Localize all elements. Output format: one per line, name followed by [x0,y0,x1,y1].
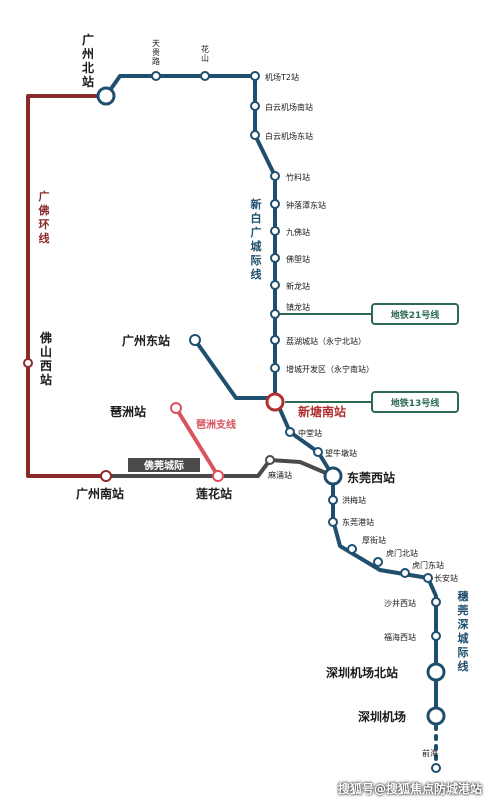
svg-text:穗莞深城际线: 穗莞深城际线 [457,589,469,673]
station-node-t2 [250,71,260,81]
line-label-xinbai: 新白广城际线 [251,197,262,281]
dg-line-badge: 佛莞城际 [128,458,200,472]
station-node-houjie [347,544,357,554]
station-node-zhongtang [285,427,295,437]
baiyun-east-label: 白云机场东站 [265,131,313,141]
station-node-shenzhen-airport [426,706,446,726]
station-node-dongguangang [328,517,338,527]
station-node-zhuliao [270,171,280,181]
station-node-dongguan-west [323,466,343,486]
fuhai-west-label: 福海西站 [384,632,416,642]
station-node-lihu [270,335,280,345]
pazhou-label: 琶洲站 [110,404,146,419]
guangzhou-east-link [193,338,275,400]
station-node-fuhai-west [431,631,441,641]
svg-text:天贵路: 天贵路 [152,39,160,66]
station-node-guangzhou-north [96,86,116,106]
station-node-qianhai [431,763,441,773]
jiulong-label: 九佛站 [286,227,310,237]
metro-21-label: 地铁21号线 [391,309,440,321]
station-node-tiangui [151,71,161,81]
t2-label: 机场T2站 [265,72,299,82]
svg-text:新白广城际线: 新白广城际线 [251,197,262,281]
svg-text:广州北站: 广州北站 [81,32,94,89]
station-node-fotang [270,253,280,263]
station-node-humen-east [400,568,410,578]
station-node-guangzhou-east [189,334,201,346]
huashan-label: 花山 [201,44,209,63]
humen-north-label: 虎门北站 [386,548,418,558]
humen-east-label: 虎门东站 [412,560,444,570]
station-node-pazhou [170,402,182,414]
station-node-xinlong [270,280,280,290]
metro-13-badge: 地铁13号线 [371,391,459,413]
loop-line [26,94,106,478]
changan-label: 长安站 [434,573,458,583]
mayong-label: 麻涌站 [268,470,292,480]
branch-line-badge: 琶洲支线 [196,418,236,431]
lihu-label: 荔湖城站（永宁北站） [286,336,366,346]
station-node-wangniudun [313,447,323,457]
guangzhou-east-label: 广州东站 [122,333,170,348]
line-label-branch: 琶洲支线 [196,418,236,431]
guangzhou-north-label: 广州北站 [81,32,94,89]
station-node-huashan [200,71,210,81]
houjie-label: 厚街站 [362,535,386,545]
line-label-loop: 广佛环线 [38,189,50,245]
station-node-changan [423,573,433,583]
baiyun-south-label: 白云机场南站 [265,102,313,112]
station-node-zengcheng [270,363,280,373]
foshan-west-label: 佛山西站 [39,330,52,387]
station-node-jiulong [270,226,280,236]
station-node-foshan-west [23,358,33,368]
suishen-line [273,397,438,716]
station-node-mayong [265,455,275,465]
station-node-baiyun-south [250,101,260,111]
shajing-west-label: 沙井西站 [384,598,416,608]
hongmei-label: 洪梅站 [342,495,366,505]
tiangui-label: 天贵路 [152,39,160,66]
xintang-label: 新塘南站 [298,404,346,419]
station-node-shenzhen-airport-north [426,662,446,682]
qianhai-label: 前海 [422,748,438,758]
station-node-guangzhou-south [100,470,112,482]
station-node-lianhua [212,470,224,482]
metro-13-label: 地铁13号线 [391,397,440,409]
station-node-humen-north [373,557,383,567]
zhenlong-label: 镇龙站 [286,302,310,312]
zhongluotan-label: 钟落潭东站 [286,200,326,210]
line-label-dg: 佛莞城际 [143,459,184,472]
watermark: 搜狐号@搜狐焦点防城港站 [337,782,482,796]
station-node-shajing-west [431,597,441,607]
svg-text:广佛环线: 广佛环线 [38,189,50,245]
station-node-xintang [265,392,285,412]
dongguan-west-label: 东莞西站 [347,470,395,485]
zhongtang-label: 中堂站 [298,428,322,438]
station-node-baiyun-east [250,130,260,140]
shenzhen-airport-north-label: 深圳机场北站 [326,665,398,680]
zengcheng-label: 增城开发区（永宁南站） [286,364,374,374]
station-node-zhenlong [270,309,280,319]
zhuliao-label: 竹料站 [286,172,310,182]
pazhou-branch-line [174,406,220,478]
wangniudun-label: 望牛墩站 [325,448,357,458]
guangzhou-south-label: 广州南站 [76,486,124,501]
metro-21-badge: 地铁21号线 [371,303,459,325]
svg-text:花山: 花山 [201,44,209,63]
station-node-zhongluotan [270,199,280,209]
dongguangang-label: 东莞港站 [342,517,374,527]
line-label-suishen: 穗莞深城际线 [457,589,469,673]
shenzhen-airport-label: 深圳机场 [358,709,406,724]
fotang-label: 佛塱站 [286,254,310,264]
lianhua-label: 莲花站 [196,486,232,501]
xinlong-label: 新龙站 [286,281,310,291]
station-node-hongmei [328,495,338,505]
svg-text:佛山西站: 佛山西站 [39,330,52,387]
